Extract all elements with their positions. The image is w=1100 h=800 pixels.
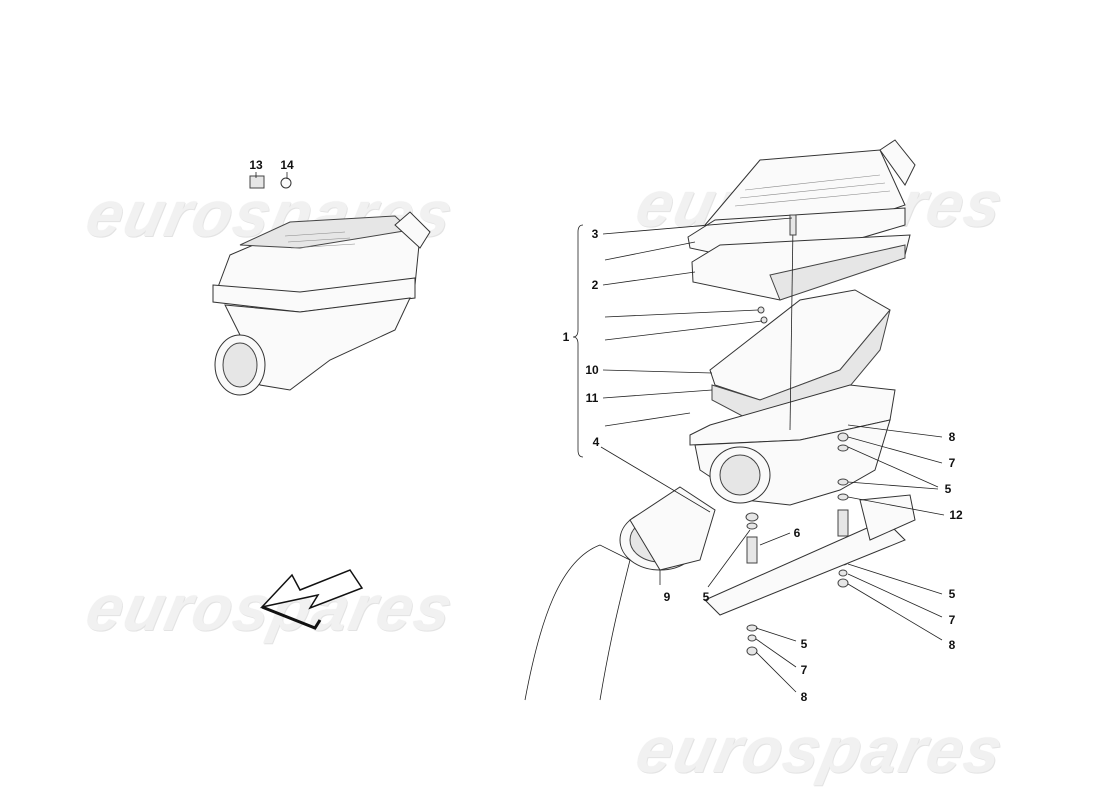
callout-8: 8 <box>948 638 956 652</box>
front-direction-arrow <box>259 569 364 630</box>
callout-11: 11 <box>585 391 599 405</box>
callout-7: 7 <box>800 663 808 677</box>
sensor-13 <box>249 175 265 189</box>
callout-8: 8 <box>800 690 808 704</box>
callout-1: 1 <box>562 330 570 344</box>
callout-6: 6 <box>793 526 801 540</box>
callout-13: 13 <box>249 158 263 172</box>
assembled-airbox <box>212 172 431 396</box>
callout-5: 5 <box>800 637 808 651</box>
callout-3: 3 <box>591 227 599 241</box>
callout-7: 7 <box>948 456 956 470</box>
assembly-bracket-1 <box>572 224 584 458</box>
bracket <box>704 519 906 616</box>
callout-8: 8 <box>948 430 956 444</box>
callout-2: 2 <box>591 278 599 292</box>
callout-4: 4 <box>592 435 600 449</box>
exploded-airbox <box>524 139 916 701</box>
callout-5: 5 <box>944 482 952 496</box>
callout-9: 9 <box>663 590 671 604</box>
callout-7: 7 <box>948 613 956 627</box>
callout-10: 10 <box>585 363 599 377</box>
washer-14 <box>280 177 292 189</box>
intake-hose <box>524 544 631 701</box>
callout-5: 5 <box>948 587 956 601</box>
leader-lines <box>600 217 945 693</box>
callout-5: 5 <box>702 590 710 604</box>
callout-12: 12 <box>949 508 963 522</box>
callout-14: 14 <box>280 158 294 172</box>
